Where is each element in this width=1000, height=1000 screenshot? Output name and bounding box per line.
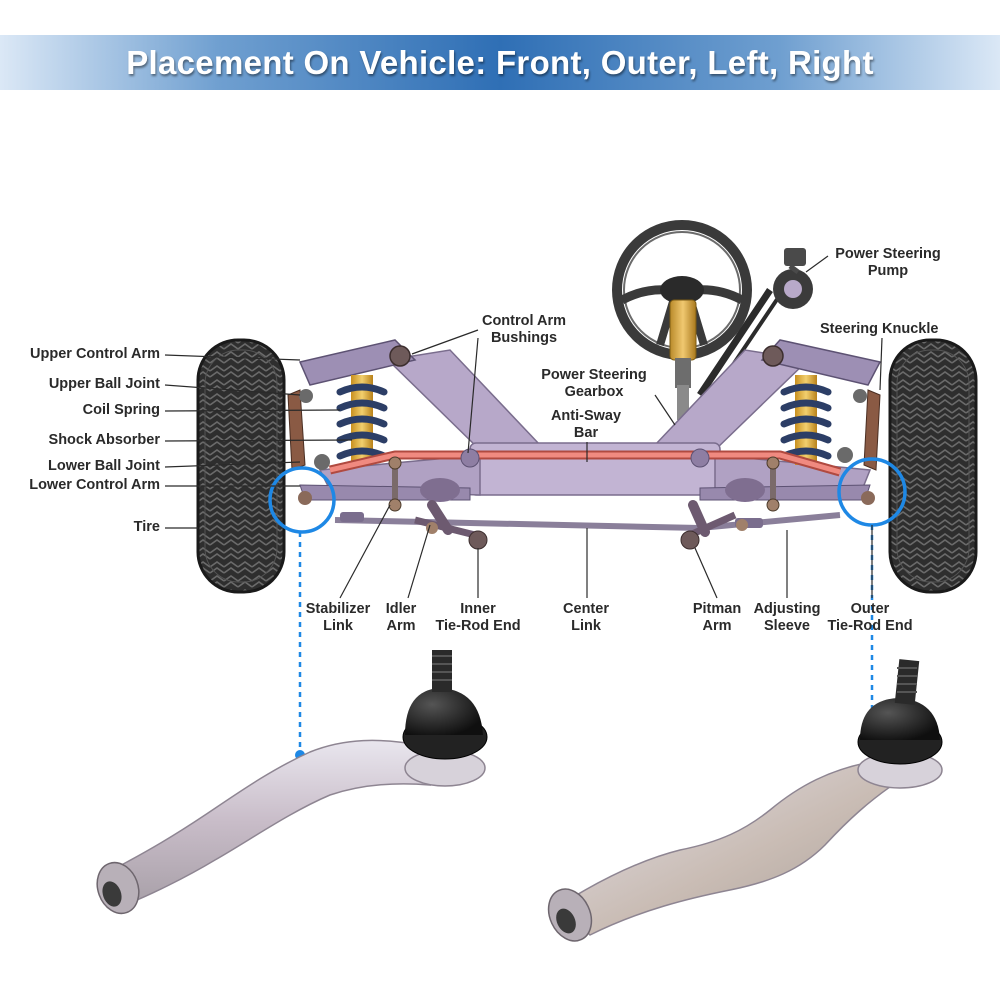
label-power-steering-pump: Power Steering Pump: [835, 246, 941, 279]
steering-column: [669, 299, 697, 420]
label-stabilizer-link: Stabilizer Link: [305, 601, 371, 634]
label-outer-tie-rod-end: Outer Tie-Rod End: [827, 601, 913, 634]
page-title: Placement On Vehicle: Front, Outer, Left…: [126, 44, 874, 81]
label-tire: Tire: [133, 519, 160, 535]
stabilizer-link: [388, 456, 780, 512]
upper-control-arm-left: [298, 339, 417, 386]
upper-control-arm-right: [760, 339, 882, 386]
label-lower-control-arm: Lower Control Arm: [29, 477, 160, 493]
steering-knuckle-left: [287, 389, 330, 471]
label-control-arm-bushings: Control Arm Bushings: [481, 313, 567, 346]
coil-spring-left: [336, 375, 388, 465]
outer-tie-rod-end-right-part: [547, 659, 943, 942]
tire-left: [196, 338, 286, 594]
label-center-link: Center Link: [563, 601, 609, 634]
lower-control-arm: [299, 478, 871, 502]
coil-spring-right: [780, 375, 832, 465]
label-adjusting-sleeve: Adjusting Sleeve: [753, 601, 821, 634]
outer-tie-rod-end-left-part: [96, 650, 488, 915]
steering-linkage: [298, 491, 875, 550]
label-upper-ball-joint: Upper Ball Joint: [48, 376, 160, 392]
title-banner: Placement On Vehicle: Front, Outer, Left…: [0, 35, 1000, 90]
leader-lines: [164, 255, 883, 599]
steering-knuckle-right: [837, 389, 881, 471]
label-idler-arm: Idler Arm: [385, 601, 417, 634]
label-lower-ball-joint: Lower Ball Joint: [48, 458, 160, 474]
highlight-outer-tie-rod-left: [268, 466, 336, 760]
label-anti-sway-bar: Anti-Sway Bar: [550, 408, 622, 441]
label-inner-tie-rod-end: Inner Tie-Rod End: [435, 601, 521, 634]
tire-right: [888, 338, 978, 594]
label-upper-control-arm: Upper Control Arm: [30, 346, 160, 362]
label-power-steering-gearbox: Power Steering Gearbox: [541, 367, 647, 400]
label-pitman-arm: Pitman Arm: [692, 601, 742, 634]
label-steering-knuckle: Steering Knuckle: [820, 321, 939, 337]
label-shock-absorber: Shock Absorber: [48, 432, 160, 448]
label-coil-spring: Coil Spring: [82, 402, 160, 418]
